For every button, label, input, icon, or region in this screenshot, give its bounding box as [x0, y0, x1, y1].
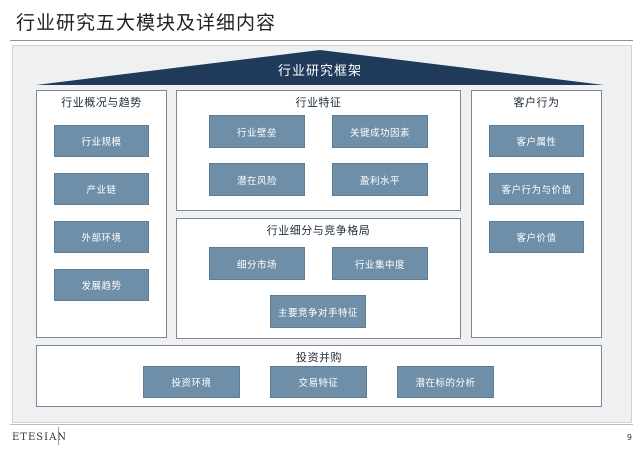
panel-industry-overview: 行业概况与趋势 行业规模 产业链 外部环境 发展趋势: [36, 90, 167, 338]
roof-label: 行业研究框架: [277, 64, 362, 79]
footer-divider: [10, 424, 633, 425]
chip-transaction-features[interactable]: 交易特征: [270, 366, 367, 398]
roof-shape: [36, 50, 604, 85]
chip-main-competitor-features[interactable]: 主要竞争对手特征: [270, 295, 366, 328]
chip-potential-risks[interactable]: 潜在风险: [209, 163, 305, 196]
slide-title: 行业研究五大模块及详细内容: [16, 12, 277, 34]
chip-industry-barriers[interactable]: 行业壁垒: [209, 115, 305, 148]
chip-segment-markets[interactable]: 细分市场: [209, 247, 305, 280]
panel-segmentation-competition: 行业细分与竞争格局 细分市场 行业集中度 主要竞争对手特征: [176, 218, 461, 339]
chip-investment-environment[interactable]: 投资环境: [143, 366, 240, 398]
chip-industry-concentration[interactable]: 行业集中度: [332, 247, 428, 280]
framework-roof: 行业研究框架: [36, 48, 604, 85]
panel-title: 行业概况与趋势: [61, 96, 142, 109]
chip-development-trend[interactable]: 发展趋势: [54, 269, 149, 301]
chip-external-environment[interactable]: 外部环境: [54, 221, 149, 253]
chip-customer-value[interactable]: 客户价值: [489, 221, 584, 253]
chip-customer-behavior-value[interactable]: 客户行为与价值: [489, 173, 584, 205]
panel-title: 客户行为: [513, 96, 560, 109]
chip-industry-chain[interactable]: 产业链: [54, 173, 149, 205]
panel-investment-mna: 投资并购 投资环境 交易特征 潜在标的分析: [36, 345, 602, 407]
title-divider: [10, 40, 633, 41]
logo-divider: [58, 427, 59, 445]
panel-title: 行业细分与竞争格局: [266, 224, 371, 237]
chip-key-success-factors[interactable]: 关键成功因素: [332, 115, 428, 148]
chip-profitability[interactable]: 盈利水平: [332, 163, 428, 196]
panel-industry-characteristics: 行业特征 行业壁垒 关键成功因素 潜在风险 盈利水平: [176, 90, 461, 211]
chip-industry-scale[interactable]: 行业规模: [54, 125, 149, 157]
chip-customer-attributes[interactable]: 客户属性: [489, 125, 584, 157]
panel-title: 行业特征: [295, 96, 342, 109]
chip-target-analysis[interactable]: 潜在标的分析: [397, 366, 494, 398]
panel-customer-behavior: 客户行为 客户属性 客户行为与价值 客户价值: [471, 90, 602, 338]
company-logo: ETESIAN: [12, 432, 68, 443]
panel-title: 投资并购: [296, 351, 342, 364]
page-number: 9: [626, 433, 632, 442]
